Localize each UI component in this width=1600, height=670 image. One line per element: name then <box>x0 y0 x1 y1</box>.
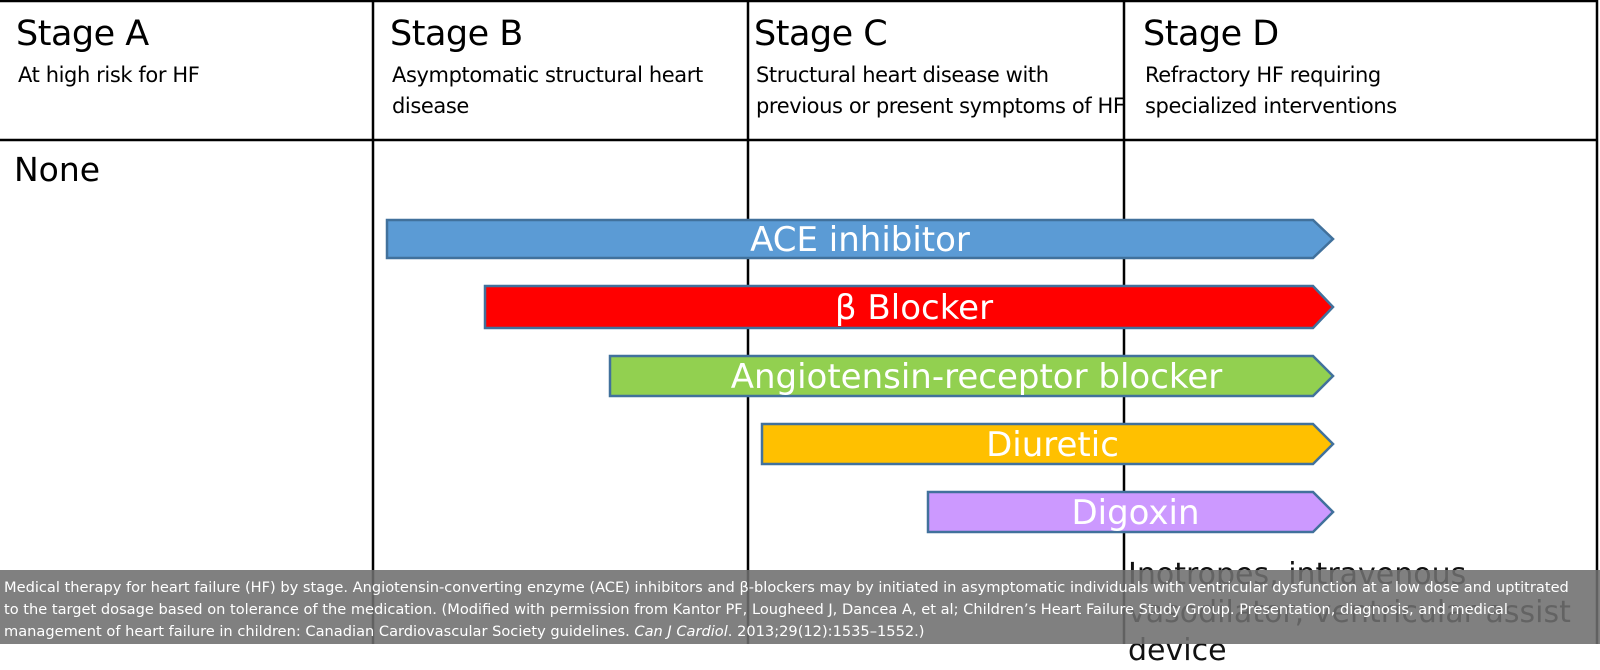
stage-a-title: Stage A <box>16 14 149 54</box>
ace-inhibitor-arrow <box>385 218 1335 260</box>
diuretic-arrow <box>760 422 1335 466</box>
stage-a-description: At high risk for HF <box>18 63 200 87</box>
stage-c-description: Structural heart disease with previous o… <box>756 63 1125 118</box>
stage-d-description: Refractory HF requiring specialized inte… <box>1145 63 1397 118</box>
caption-text: Medical therapy for heart failure (HF) b… <box>4 579 1569 640</box>
digoxin-arrow <box>926 490 1335 534</box>
stage-d-title: Stage D <box>1143 14 1279 54</box>
angiotensin-receptor-blocker-label: Angiotensin-receptor blocker <box>731 357 1223 397</box>
stage-b-title: Stage B <box>390 14 523 54</box>
stage-c-title: Stage C <box>754 14 888 54</box>
ace-inhibitor-label: ACE inhibitor <box>750 220 970 260</box>
angiotensin-receptor-blocker-arrow <box>608 354 1335 398</box>
caption-citation: . 2013;29(12):1535–1552.) <box>727 623 925 640</box>
stage-b-description: Asymptomatic structural heart disease <box>392 63 703 118</box>
beta-blocker-arrow <box>483 284 1335 330</box>
figure-caption: Medical therapy for heart failure (HF) b… <box>0 570 1600 644</box>
digoxin-label: Digoxin <box>1071 493 1199 533</box>
beta-blocker-label: β Blocker <box>835 288 993 328</box>
therapy-stage-diagram: ACE inhibitor β BlockerAngiotensin-recept… <box>0 0 1599 644</box>
stage-a-therapy: None <box>14 150 101 189</box>
therapy-arrows: ACE inhibitor β BlockerAngiotensin-recept… <box>385 218 1335 534</box>
caption-journal: Can J Cardiol <box>634 623 728 640</box>
diuretic-label: Diuretic <box>986 425 1119 465</box>
